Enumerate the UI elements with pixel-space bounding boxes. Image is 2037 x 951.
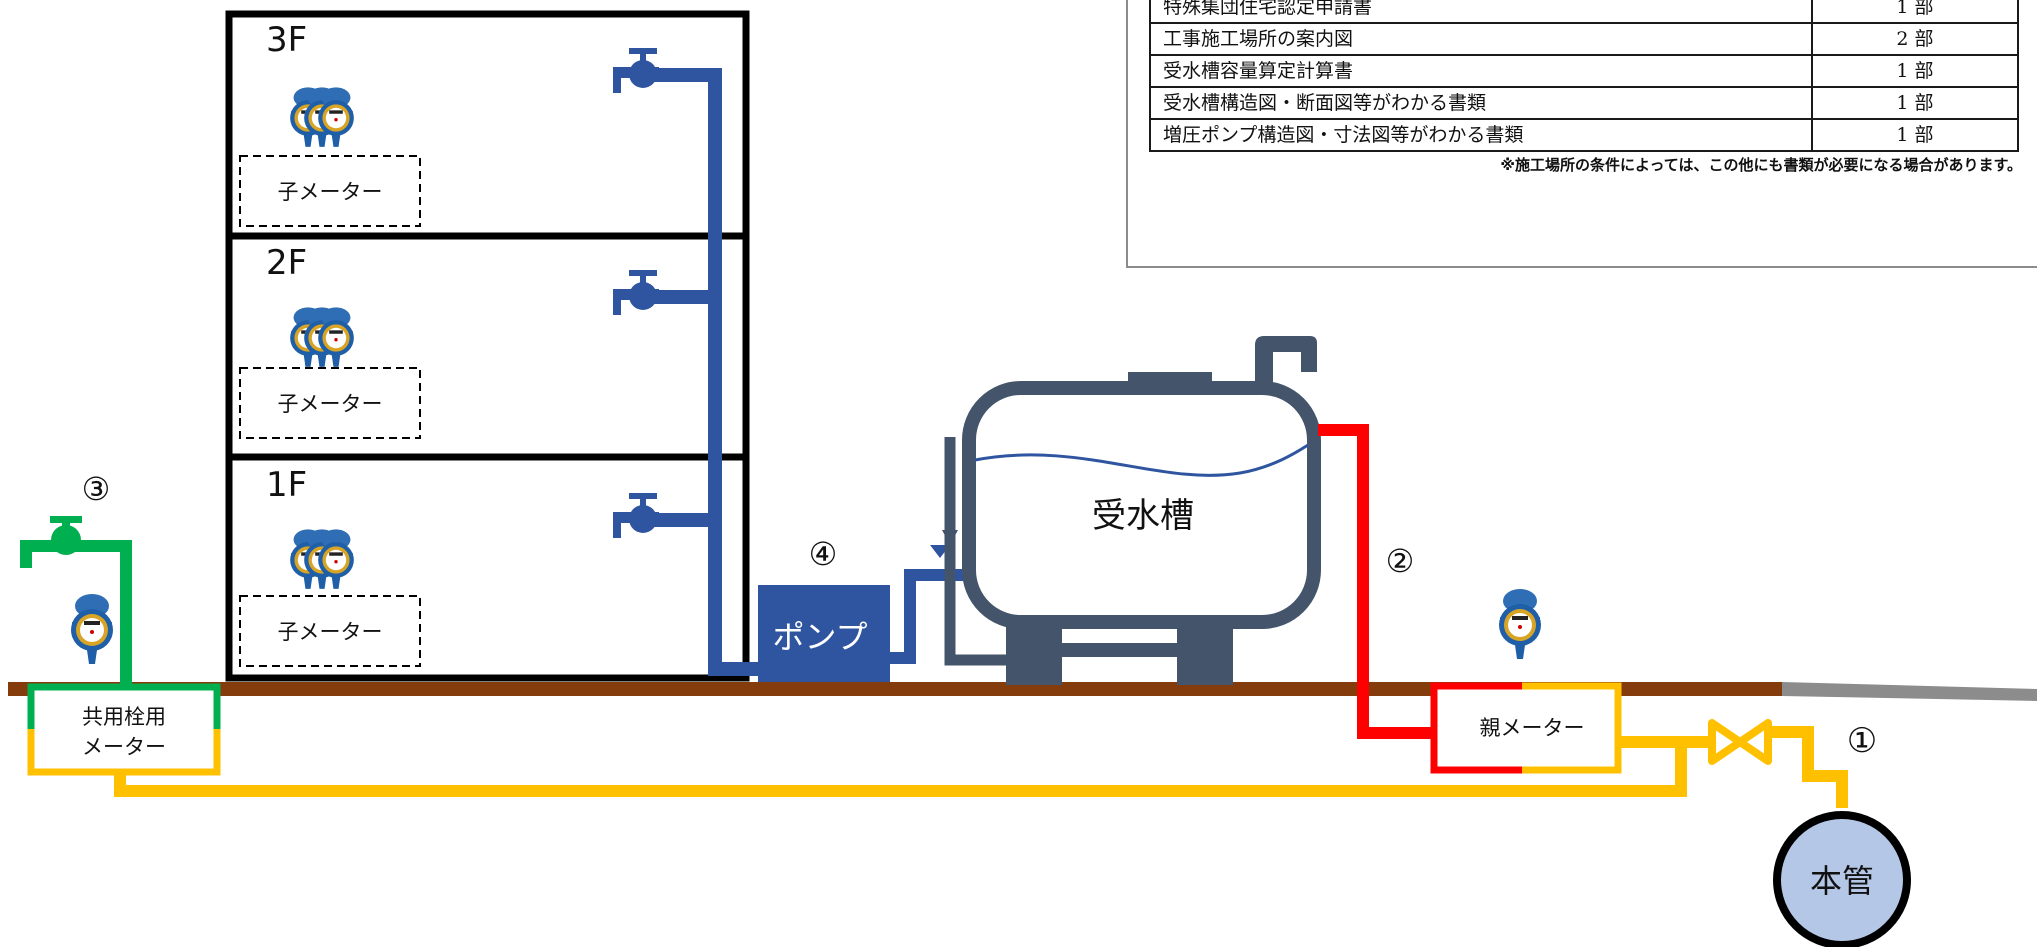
- table-row: 受水槽容量算定計算書 1 部: [1149, 54, 2019, 88]
- floor-label-1f: 1F: [266, 465, 307, 505]
- document-name: 増圧ポンプ構造図・寸法図等がわかる書類: [1149, 118, 1813, 152]
- tank-label: 受水槽: [1092, 496, 1194, 536]
- pump-label: ポンプ: [772, 618, 867, 656]
- document-name: 受水槽容量算定計算書: [1149, 54, 1813, 88]
- parent-meter-icon: [1499, 589, 1541, 659]
- direct-supply-pipe: [1318, 424, 1434, 739]
- marker-4: ④: [809, 535, 838, 573]
- table-row: 増圧ポンプ構造図・寸法図等がわかる書類 1 部: [1149, 118, 2019, 152]
- document-name: 特殊集団住宅認定申請書: [1149, 0, 1813, 24]
- water-tank: [942, 336, 1321, 685]
- main-pipe: [1773, 811, 1911, 949]
- parent-meter-box: [1430, 682, 1622, 774]
- shared-meter-icon: [71, 594, 113, 664]
- shared-faucet-pipe: [20, 516, 132, 690]
- floor-label-3f: 3F: [266, 20, 307, 60]
- main-line-pipe: [114, 726, 1848, 808]
- valve-icon: [1708, 719, 1772, 765]
- shared-meter-label-line2: メーター: [82, 735, 166, 759]
- marker-3: ③: [82, 470, 111, 508]
- pump: [758, 545, 970, 682]
- marker-2: ②: [1386, 542, 1415, 580]
- document-name: 受水槽構造図・断面図等がわかる書類: [1149, 86, 1813, 120]
- main-pipe-label: 本管: [1810, 862, 1874, 900]
- document-qty: 2 部: [1811, 22, 2019, 56]
- table-row: 特殊集団住宅認定申請書 1 部: [1149, 0, 2019, 24]
- required-documents-panel: 特殊集団住宅認定申請書 1 部 工事施工場所の案内図 2 部 受水槽容量算定計算…: [1126, 0, 2037, 268]
- shared-meter-box: [27, 683, 221, 776]
- document-qty: 1 部: [1811, 54, 2019, 88]
- sub-meter-box-1f: [239, 595, 421, 667]
- supply-pipe: [640, 68, 768, 676]
- sub-meter-box-2f: [239, 367, 421, 439]
- marker-1: ①: [1847, 721, 1877, 761]
- required-documents-table: 特殊集団住宅認定申請書 1 部 工事施工場所の案内図 2 部 受水槽容量算定計算…: [1149, 0, 2019, 152]
- document-qty: 1 部: [1811, 118, 2019, 152]
- document-qty: 1 部: [1811, 0, 2019, 24]
- sub-meter-label-3f: 子メーター: [278, 180, 383, 204]
- sub-meter-box-3f: [239, 155, 421, 227]
- document-name: 工事施工場所の案内図: [1149, 22, 1813, 56]
- ground-line-extension: [1782, 682, 2037, 701]
- table-row: 工事施工場所の案内図 2 部: [1149, 22, 2019, 56]
- sub-meter-label-2f: 子メーター: [278, 392, 383, 416]
- documents-note: ※施工場所の条件によっては、この他にも書類が必要になる場合があります。: [1500, 156, 2022, 174]
- floor-label-2f: 2F: [266, 243, 307, 283]
- sub-meter-label-1f: 子メーター: [278, 620, 383, 644]
- document-qty: 1 部: [1811, 86, 2019, 120]
- shared-meter-label-line1: 共用栓用: [82, 705, 166, 729]
- table-row: 受水槽構造図・断面図等がわかる書類 1 部: [1149, 86, 2019, 120]
- ground-line: [8, 682, 1782, 696]
- parent-meter-label: 親メーター: [1480, 716, 1585, 740]
